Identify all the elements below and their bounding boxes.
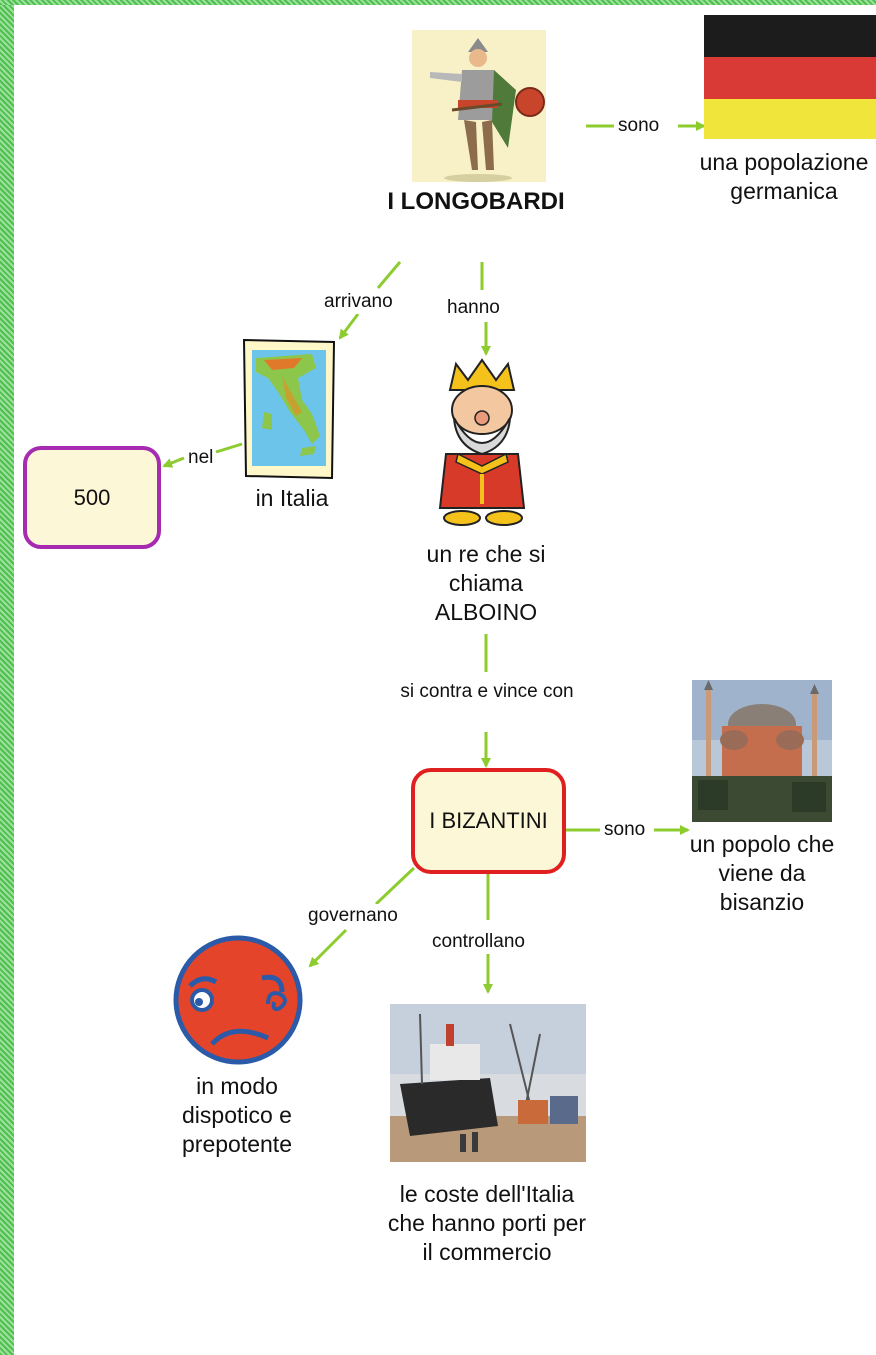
link-line-arrivano [376, 261, 402, 289]
link-label-nel: nel [186, 446, 216, 470]
link-line-nel [215, 442, 243, 454]
german-flag-image [704, 15, 876, 139]
angry-face-image [173, 935, 303, 1065]
italy-map-image [242, 338, 336, 480]
node-coste: le coste dell'Italia che hanno porti per… [387, 1181, 587, 1265]
node-modo: in modo dispotico e prepotente [182, 1073, 292, 1157]
link-label-arrivano: arrivano [322, 290, 395, 314]
node-popolazione: una popolazione germanica [699, 149, 869, 204]
node-popolo: un popolo che viene da bisanzio [689, 831, 835, 915]
harbor-ships-image [390, 1004, 586, 1162]
king-cartoon-image [438, 358, 526, 526]
link-label-governano: governano [306, 904, 400, 928]
node-500: 500 [23, 446, 161, 549]
arrow-governano [308, 928, 348, 968]
link-label-sono-2: sono [602, 818, 648, 842]
node-italia: in Italia [255, 485, 329, 511]
link-label-hanno: hanno [445, 296, 502, 320]
node-re: un re che si chiama ALBOINO [426, 541, 546, 625]
arrow-nel [162, 456, 185, 468]
node-longobardi: I LONGOBARDI [387, 188, 565, 215]
node-bizantini: I BIZANTINI [411, 768, 566, 874]
link-label-sono-1: sono [616, 114, 662, 138]
hagia-sophia-image [692, 680, 832, 822]
link-label-si-contra: si contra e vince con [394, 680, 580, 704]
link-line-governano [374, 866, 416, 906]
link-label-controllano: controllano [430, 930, 527, 954]
lombard-warrior-image [412, 30, 546, 182]
arrow-arrivano [338, 313, 360, 340]
